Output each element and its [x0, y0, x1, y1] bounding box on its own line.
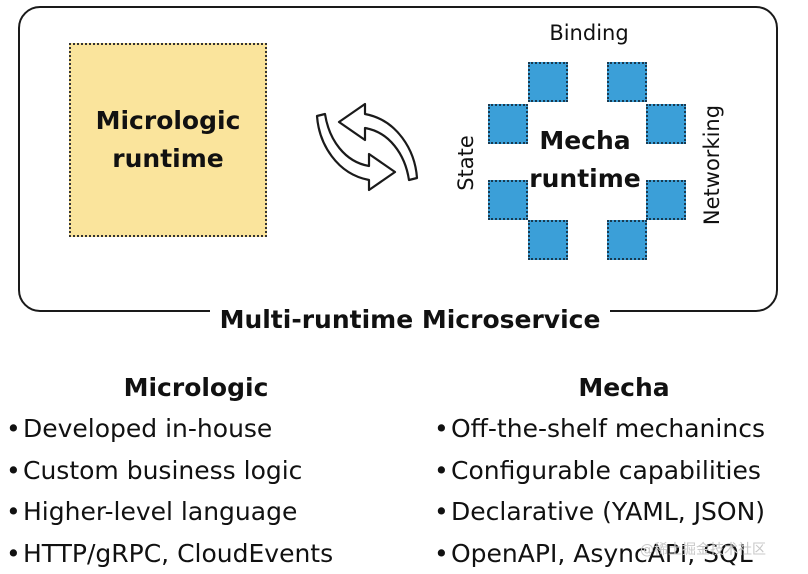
micrologic-list: •Developed in-house •Custom business log…: [6, 408, 386, 574]
capability-square: [528, 62, 568, 102]
list-item: •Custom business logic: [6, 450, 386, 492]
bullet-icon: •: [6, 455, 21, 485]
capability-square: [607, 62, 647, 102]
binding-label: Binding: [549, 21, 629, 45]
bullet-icon: •: [434, 497, 449, 526]
arrow-upper-left-icon: [337, 102, 419, 182]
capability-square: [646, 104, 686, 144]
frame-caption: Multi-runtime Microservice: [210, 300, 610, 340]
capability-square: [488, 104, 528, 144]
micrologic-runtime-box: Micrologic runtime: [69, 43, 267, 237]
bullet-icon: •: [434, 538, 449, 568]
state-label: State: [454, 135, 478, 191]
watermark: @稀土掘金技术社区: [640, 542, 766, 558]
bullet-icon: •: [6, 538, 21, 568]
capability-square: [646, 180, 686, 220]
capability-square: [528, 220, 568, 260]
mecha-list: •Off-the-shelf mechanincs •Configurable …: [434, 408, 808, 574]
list-item: •Off-the-shelf mechanincs: [434, 408, 808, 450]
list-item-text: Higher-level language: [23, 497, 298, 526]
list-item-text: Custom business logic: [23, 455, 303, 485]
list-item: •HTTP/gRPC, CloudEvents: [6, 533, 386, 574]
capability-square: [607, 220, 647, 260]
list-item-text: OpenAPI, AsyncAPI, SQL: [451, 538, 753, 568]
list-item: •Developed in-house: [6, 408, 386, 450]
list-item-text: Developed in-house: [23, 414, 273, 443]
bullet-icon: •: [6, 497, 21, 526]
micrologic-heading: Micrologic: [123, 373, 269, 402]
list-item: •Higher-level language: [6, 491, 386, 533]
micrologic-runtime-label: Micrologic runtime: [95, 106, 241, 173]
bullet-icon: •: [434, 455, 449, 485]
capability-square: [488, 180, 528, 220]
list-item: •Declarative (YAML, JSON): [434, 491, 808, 533]
networking-label: Networking: [700, 104, 724, 226]
list-item: •Configurable capabilities: [434, 450, 808, 492]
list-item-text: Declarative (YAML, JSON): [451, 497, 766, 526]
bullet-icon: •: [6, 414, 21, 443]
mecha-column: Mecha •Off-the-shelf mechanincs •Configu…: [434, 368, 808, 574]
bullet-icon: •: [434, 414, 449, 443]
mecha-runtime-label: Mecha runtime: [529, 126, 641, 193]
mecha-heading: Mecha: [578, 373, 670, 402]
list-item: •OpenAPI, AsyncAPI, SQL: [434, 533, 808, 574]
list-item-text: Configurable capabilities: [451, 455, 761, 485]
micrologic-column: Micrologic •Developed in-house •Custom b…: [6, 368, 386, 574]
bidirectional-curved-arrows-icon: [315, 102, 419, 192]
list-item-text: HTTP/gRPC, CloudEvents: [23, 538, 334, 568]
mecha-capability-grid: [486, 62, 686, 262]
arrow-lower-right-icon: [315, 112, 397, 192]
list-item-text: Off-the-shelf mechanincs: [451, 414, 765, 443]
